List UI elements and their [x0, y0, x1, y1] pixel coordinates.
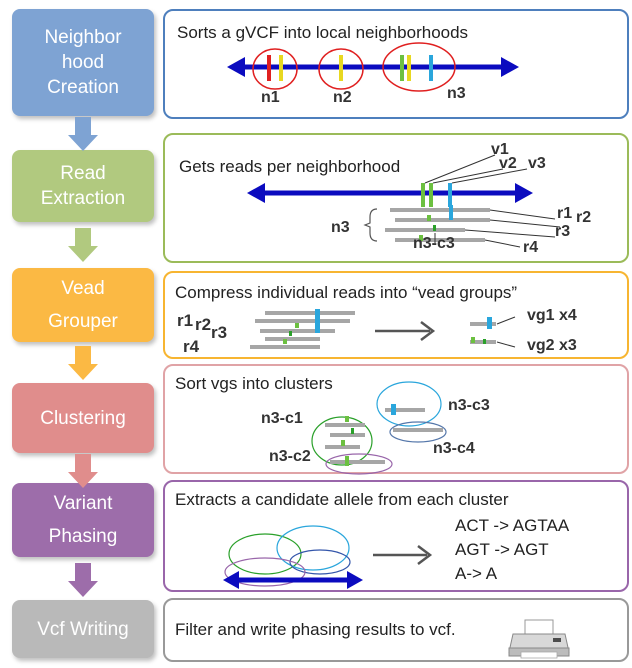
label-n3-c3: n3-c3 — [413, 235, 455, 252]
panel-description: Extracts a candidate allele from each cl… — [175, 490, 509, 509]
label-n3: n3 — [447, 85, 466, 102]
label-r3: r3 — [555, 223, 571, 240]
panel-variant-phasing: Extracts a candidate allele from each cl… — [163, 480, 629, 592]
label-r1: r1 — [177, 311, 194, 330]
panel-description: Gets reads per neighborhood — [179, 157, 401, 176]
vead-grouper-diagram — [250, 309, 516, 349]
allele-3: A-> A — [455, 564, 498, 583]
label-n3-c2: n3-c2 — [269, 448, 311, 465]
panel-description: Sorts a gVCF into local neighborhoods — [177, 23, 469, 42]
down-arrow-icon — [68, 346, 98, 380]
panel-read-extraction: Gets reads per neighborhood v1 v2 v3 r1 … — [163, 133, 629, 263]
read-extraction-diagram — [247, 154, 561, 248]
printer-icon — [508, 619, 570, 659]
label-r2: r2 — [195, 315, 212, 334]
label-r2: r2 — [576, 209, 592, 226]
clustering-diagram — [311, 381, 447, 475]
stage-clustering: Clustering — [12, 383, 154, 453]
down-arrow-icon — [68, 117, 98, 151]
label-v3: v3 — [528, 155, 546, 172]
panel-vcf-writing: Filter and write phasing results to vcf. — [163, 598, 629, 662]
label-n3: n3 — [331, 219, 350, 236]
label-n2: n2 — [333, 89, 352, 106]
label-n1: n1 — [261, 89, 280, 106]
label-r4: r4 — [523, 239, 539, 256]
panel-neighborhood-creation: Sorts a gVCF into local neighborhoods n1… — [163, 9, 629, 119]
allele-2: AGT -> AGT — [455, 540, 549, 559]
panel-vead-grouper: Compress individual reads into “vead gro… — [163, 271, 629, 359]
label-r1: r1 — [557, 205, 573, 222]
label-v2: v2 — [499, 155, 517, 172]
label-r3: r3 — [211, 323, 228, 342]
panel-clustering: Sort vgs into clusters n3-c1 n3-c3 n3-c2… — [163, 364, 629, 475]
panel-description: Compress individual reads into “vead gro… — [175, 283, 518, 302]
label-v1: v1 — [491, 141, 509, 158]
label-n3-c3: n3-c3 — [448, 397, 490, 414]
allele-1: ACT -> AGTAA — [455, 516, 570, 535]
panel-description: Sort vgs into clusters — [175, 374, 333, 393]
down-arrow-icon — [68, 228, 98, 262]
down-arrow-icon — [68, 563, 98, 597]
down-arrow-icon — [68, 454, 98, 488]
panel-description: Filter and write phasing results to vcf. — [175, 620, 456, 639]
label-n3-c1: n3-c1 — [261, 410, 303, 427]
variant-phasing-diagram — [223, 525, 433, 589]
label-vg2: vg2 x3 — [527, 337, 577, 354]
label-n3-c4: n3-c4 — [433, 440, 475, 457]
label-vg1: vg1 x4 — [527, 307, 577, 324]
stage-vcf-writing: Vcf Writing — [12, 600, 154, 658]
neighborhood-diagram — [227, 42, 519, 92]
label-r4: r4 — [183, 337, 200, 356]
